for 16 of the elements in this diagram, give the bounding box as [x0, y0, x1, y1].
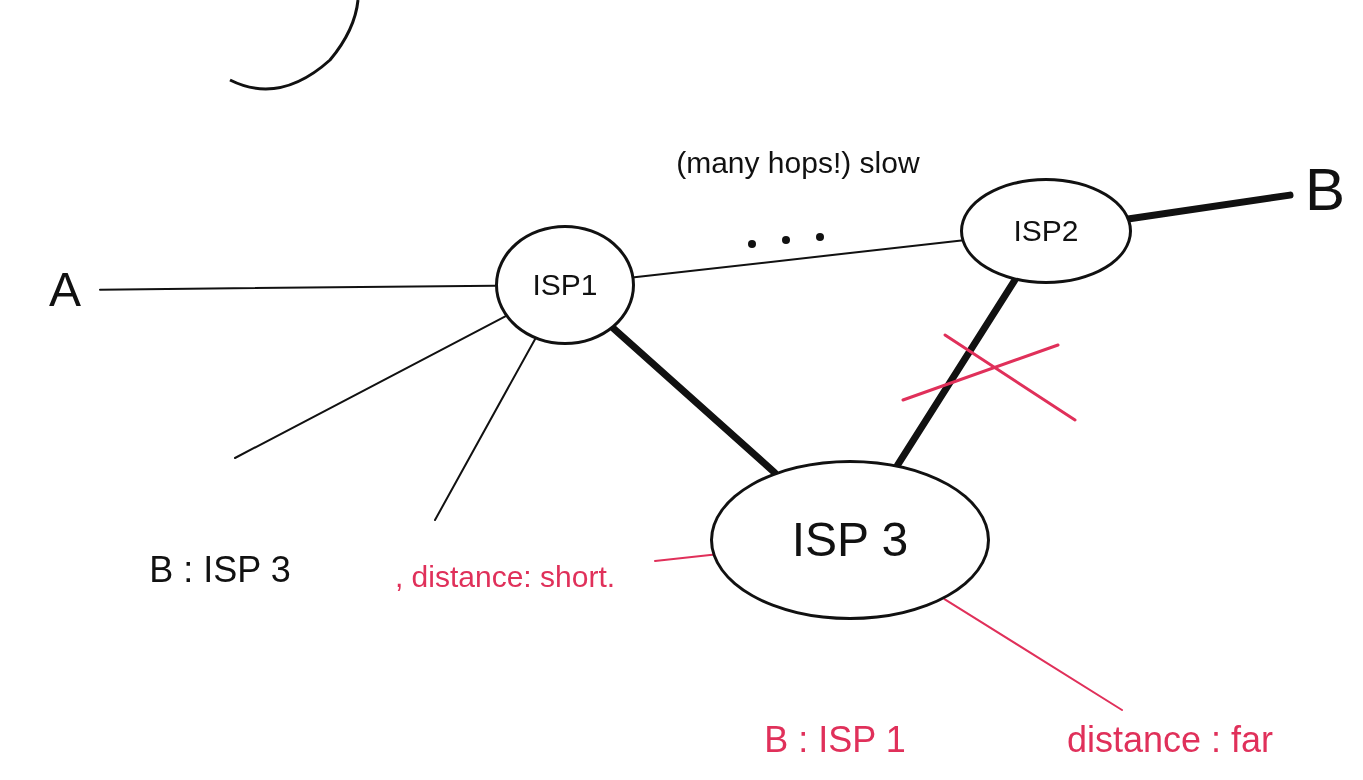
connector-line	[99, 284, 496, 291]
note-text: distance : far	[1066, 720, 1274, 760]
isp-name: ISP1	[532, 267, 598, 303]
note-text: B	[1305, 160, 1345, 220]
connector-line	[234, 315, 507, 459]
note-text: A	[49, 266, 81, 314]
leader-line	[654, 553, 714, 562]
leader-line	[943, 598, 1123, 711]
isp-name: ISP2	[1013, 213, 1079, 249]
note-text: B : ISP 3	[149, 550, 291, 590]
connector-line	[434, 338, 536, 521]
note-text: B : ISP 1	[764, 720, 906, 760]
note-text: , distance: short.	[394, 559, 616, 595]
isp-name: ISP 3	[791, 516, 909, 564]
edge-label: (many hops!) slow	[675, 144, 921, 181]
connector-line	[633, 239, 963, 279]
